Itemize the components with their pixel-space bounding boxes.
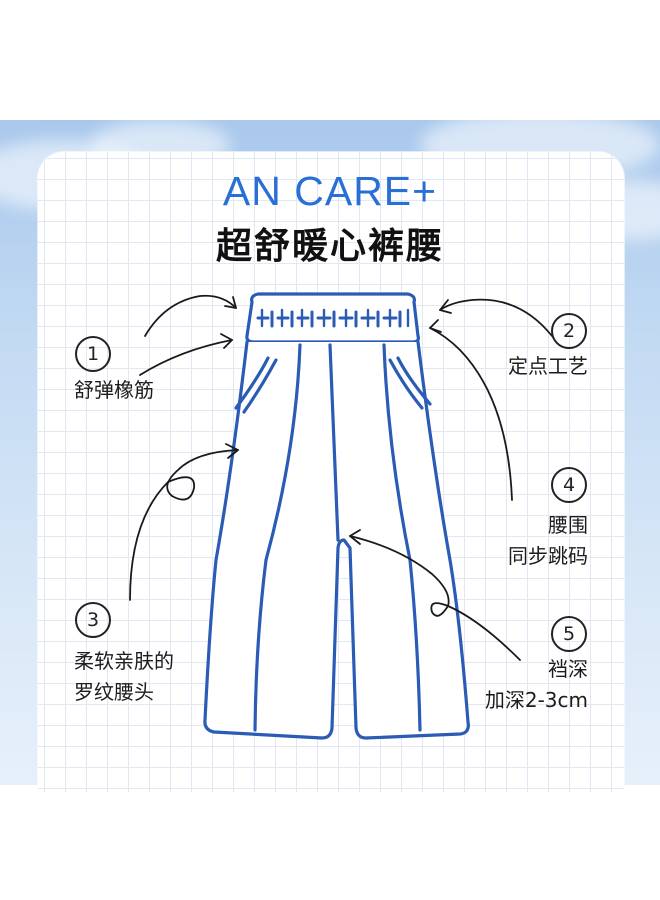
feature-3-label-line1: 柔软亲肤的 bbox=[74, 649, 174, 673]
bottom-white-area bbox=[0, 792, 660, 900]
feature-2-label: 定点工艺 bbox=[508, 354, 588, 378]
feature-3-number: 3 bbox=[75, 602, 111, 638]
brand-title: AN CARE+ bbox=[222, 168, 438, 214]
feature-4-number: 4 bbox=[551, 467, 587, 503]
product-title: 超舒暖心裤腰 bbox=[215, 226, 444, 267]
feature-5-label-line1: 裆深 bbox=[548, 657, 588, 681]
feature-4-label-line1: 腰围 bbox=[548, 513, 588, 537]
feature-5-number: 5 bbox=[551, 616, 587, 652]
feature-3-label-line2: 罗纹腰头 bbox=[74, 680, 154, 704]
feature-1-number: 1 bbox=[75, 336, 111, 372]
feature-5-label-line2: 加深2-3cm bbox=[484, 688, 588, 712]
feature-1-label: 舒弹橡筋 bbox=[74, 378, 154, 402]
feature-2-number: 2 bbox=[551, 313, 587, 349]
feature-4-label-line2: 同步跳码 bbox=[508, 544, 588, 568]
